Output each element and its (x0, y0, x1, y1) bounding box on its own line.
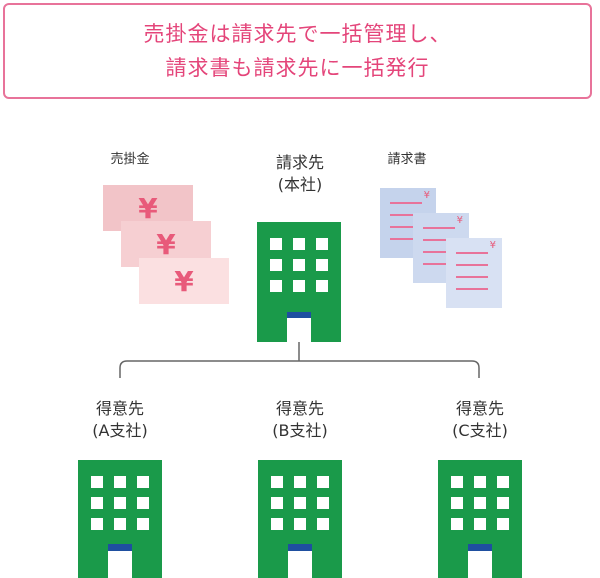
customer-a-label-line-2: (A支社) (92, 421, 148, 440)
customer-c-label: 得意先 (C支社) (425, 398, 535, 442)
customer-b-label-line-1: 得意先 (275, 399, 324, 418)
branch-c-building-icon (438, 460, 522, 578)
customer-c-label-line-2: (C支社) (452, 421, 508, 440)
receivables-label: 売掛金 (110, 152, 150, 167)
branch-a-building-icon (78, 460, 162, 578)
branch-b-building-icon (258, 460, 342, 578)
headline-line-1: 売掛金は請求先で一括管理し、 (143, 22, 452, 46)
hq-label: 請求先 (本社) (245, 152, 355, 196)
connector-lines (119, 342, 480, 378)
customer-b-label: 得意先 (B支社) (245, 398, 355, 442)
hq-building-icon (257, 222, 341, 342)
invoice-document-icon: ¥ (446, 238, 502, 308)
customer-b-label-line-2: (B支社) (272, 421, 328, 440)
hq-label-line-2: (本社) (277, 175, 323, 194)
headline-box: 売掛金は請求先で一括管理し、 請求書も請求先に一括発行 (3, 3, 592, 99)
hq-label-line-1: 請求先 (275, 153, 324, 172)
invoices-label: 請求書 (387, 152, 427, 167)
customer-c-label-line-1: 得意先 (455, 399, 504, 418)
customer-a-label: 得意先 (A支社) (65, 398, 175, 442)
customer-a-label-line-1: 得意先 (95, 399, 144, 418)
connector-branch (119, 360, 480, 378)
receivable-ticket-icon: ¥ (139, 258, 229, 304)
headline-line-2: 請求書も請求先に一括発行 (165, 56, 430, 80)
